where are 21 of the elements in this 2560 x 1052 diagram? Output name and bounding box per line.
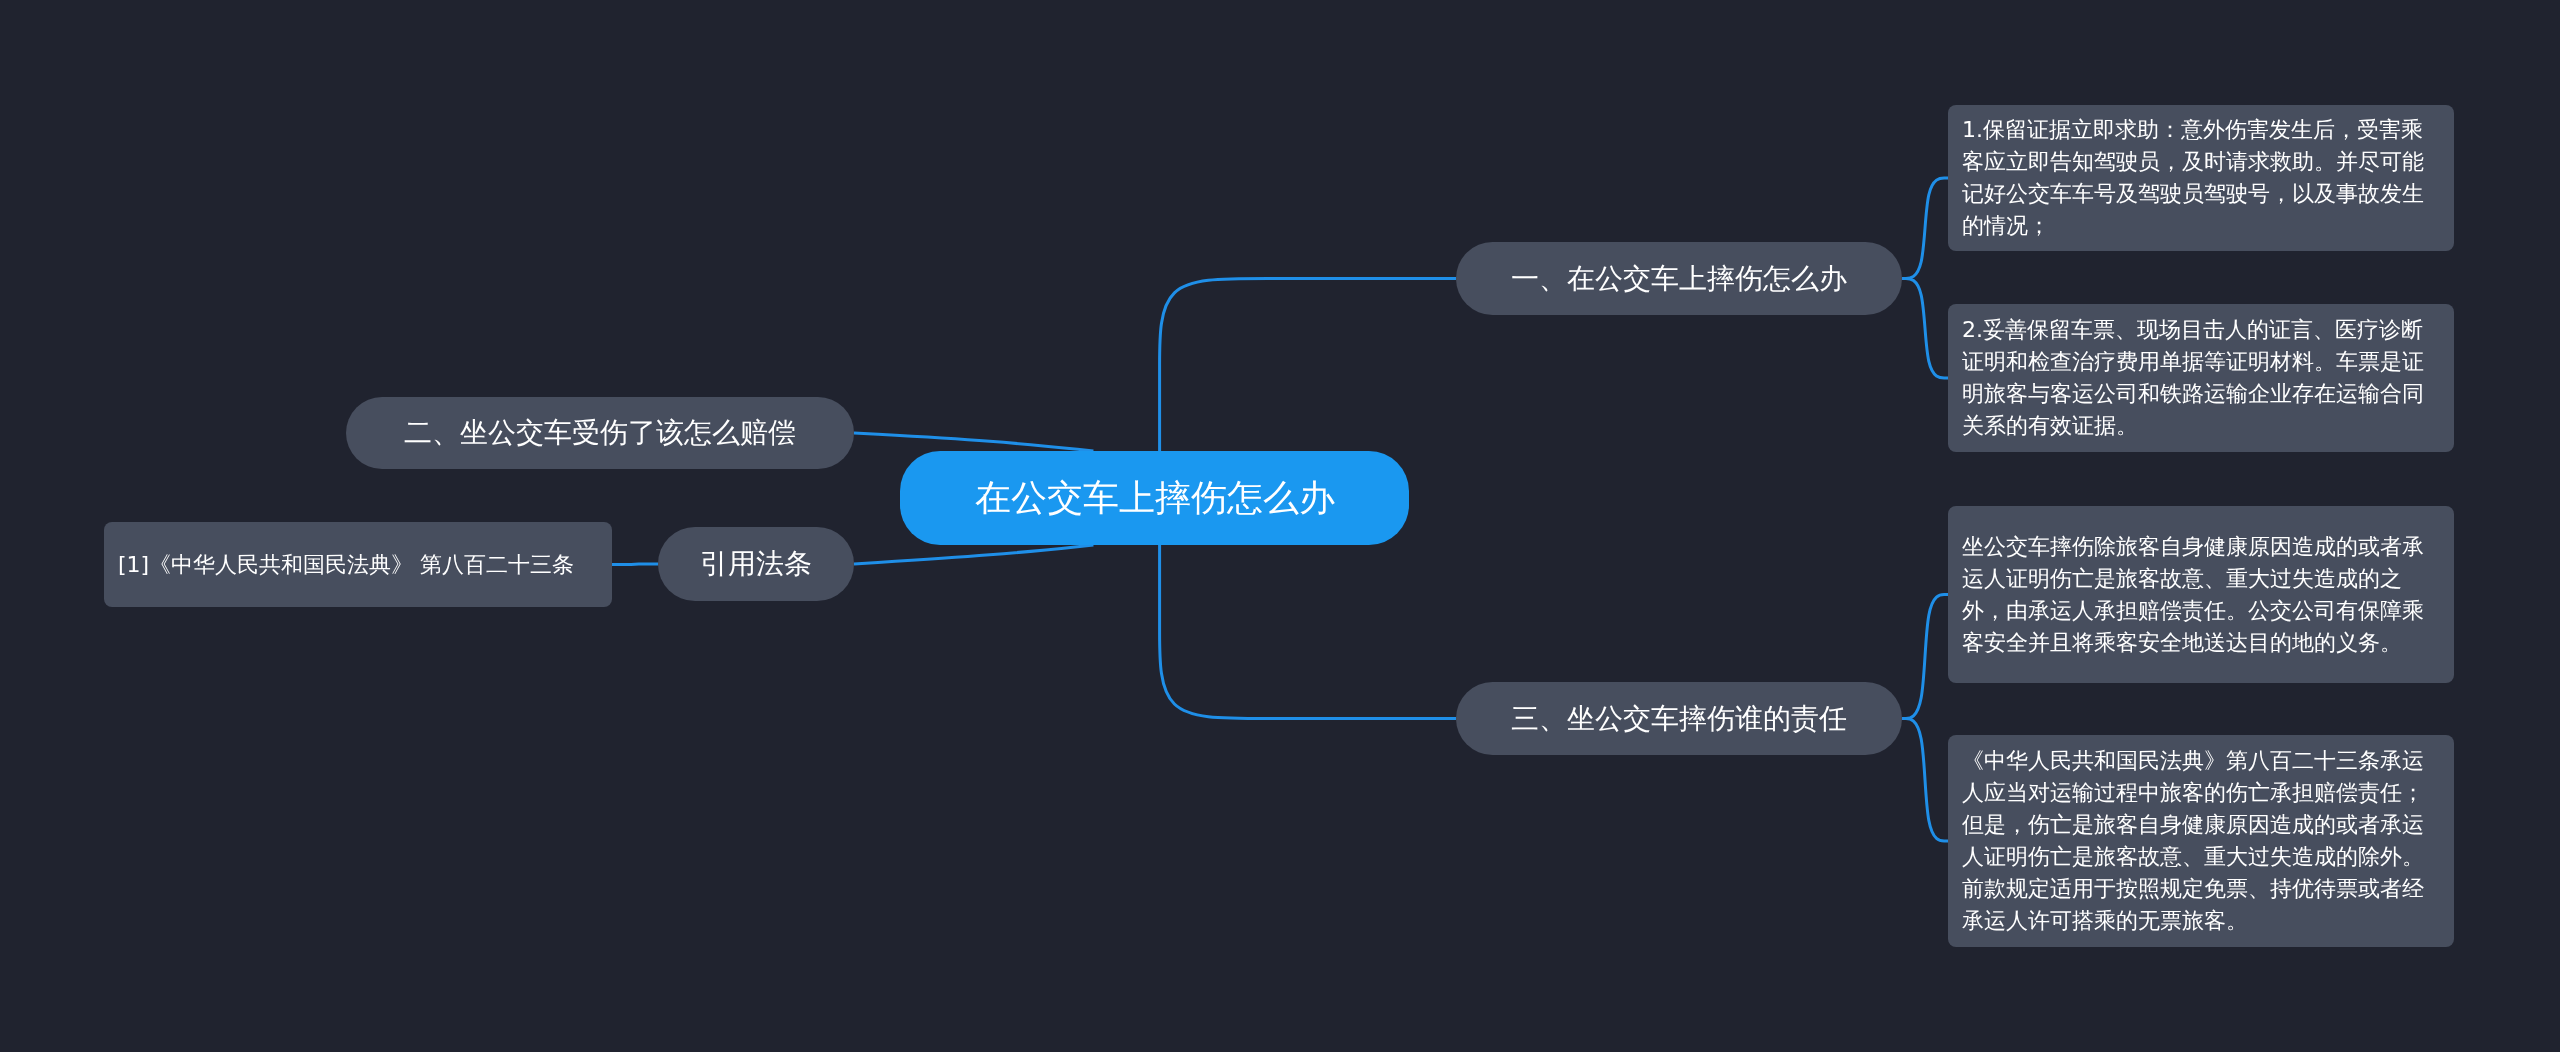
topic-text: 引用法条 [700,546,812,582]
topic-text: 坐公交车摔伤除旅客自身健康原因造成的或者承运人证明伤亡是旅客故意、重大过失造成的之外，由承运人承担赔偿责任。公交公司有保障乘客安全并且将乘客安全地送达目的地的义务。 [1962,532,2425,657]
topic-text: 在公交车上摔伤怎么办 [974,475,1335,520]
topic-text: 1.保留证据立即求助：意外伤害发生后，受害乘客应立即告知驾驶员，及时请求救助。并尽可能记好公交车车号及驾驶员驾驶号，以及事故发生的情况； [1962,116,2425,240]
connector-line [1158,545,1456,720]
note-card [1948,304,2454,452]
note-card [1948,105,2454,251]
note-card [1948,735,2454,947]
central-topic [900,451,1409,545]
note-card [104,522,612,607]
topic-text: 三、坐公交车摔伤谁的责任 [1511,700,1847,737]
connector-line [853,431,1094,453]
note-card [1948,506,2454,683]
topic-text: 2.妥善保留车票、现场目击人的证言、医疗诊断证明和检查治疗费用单据等证明材料。车票是证明旅客与客运公司和铁路运输企业存在运输合同关系的有效证据。 [1962,316,2425,440]
connector-line [612,562,658,566]
connector-line [853,543,1094,566]
topic-text: 二、坐公交车受伤了该怎么赔偿 [404,415,796,451]
connector-line [1158,277,1456,451]
topic-text: [1]《中华人民共和国民法典》 第八百二十三条 [118,550,575,579]
topic-text: 一、在公交车上摔伤怎么办 [1511,260,1847,297]
topic-text: 《中华人民共和国民法典》第八百二十三条承运人应当对运输过程中旅客的伤亡承担赔偿责任；但是，伤亡是旅客自身健康原因造成的或者承运人证明伤亡是旅客故意、重大过失造成的除外。前款规定适用于按照规定免票、持优待票或者经承运人许可搭乘的无票旅客。 [1962,747,2425,935]
